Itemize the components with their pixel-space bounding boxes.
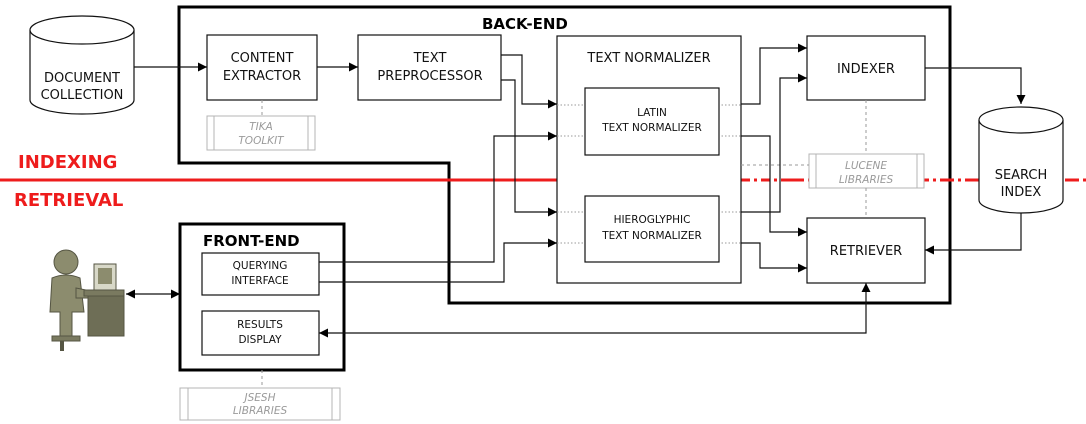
jsesh-libraries-library: JSESH LIBRARIES xyxy=(179,387,341,421)
arrow-query-to-hieroglyphic xyxy=(319,238,557,283)
tika-line1: TIKA xyxy=(249,121,273,133)
hieroglyphic-normalizer-line2: TEXT NORMALIZER xyxy=(601,230,702,242)
content-extractor-line2: EXTRACTOR xyxy=(223,69,301,84)
querying-interface-line1: QUERYING xyxy=(233,260,288,272)
arrow-latin-to-indexer xyxy=(741,43,807,105)
search-index-line2: INDEX xyxy=(1001,185,1042,200)
jsesh-line1: JSESH xyxy=(243,392,276,404)
hieroglyphic-normalizer-box xyxy=(584,195,720,263)
lucene-line1: LUCENE xyxy=(845,160,887,172)
results-display-line1: RESULTS xyxy=(237,319,283,331)
document-collection-store: DOCUMENT COLLECTION xyxy=(29,15,135,115)
text-normalizer-label: TEXT NORMALIZER xyxy=(586,51,710,66)
content-extractor-box xyxy=(206,34,318,101)
search-index-store: SEARCH INDEX xyxy=(978,106,1064,214)
arrow-hieroglyphic-to-indexer xyxy=(741,73,807,213)
text-preprocessor-line1: TEXT xyxy=(413,51,447,66)
jsesh-line2: LIBRARIES xyxy=(233,405,288,417)
arrow-preprocessor-to-latin xyxy=(501,54,557,109)
latin-normalizer-box xyxy=(584,87,720,156)
lucene-line2: LIBRARIES xyxy=(839,174,894,186)
retriever-label: RETRIEVER xyxy=(830,244,902,259)
indexing-label: INDEXING xyxy=(18,152,117,173)
document-collection-line1: DOCUMENT xyxy=(44,71,120,86)
latin-normalizer-line1: LATIN xyxy=(637,107,667,119)
retrieval-label: RETRIEVAL xyxy=(14,190,123,211)
arrow-retriever-results-link xyxy=(319,283,871,338)
querying-interface-line2: INTERFACE xyxy=(231,275,288,287)
tika-line2: TOOLKIT xyxy=(238,135,285,147)
arrow-preprocessor-to-hieroglyphic xyxy=(501,79,557,217)
retriever-box xyxy=(806,217,926,284)
arrow-query-to-latin xyxy=(319,131,557,263)
document-collection-line2: COLLECTION xyxy=(41,88,124,103)
hieroglyphic-normalizer-line1: HIEROGLYPHIC xyxy=(614,214,691,226)
arrow-latin-to-retriever xyxy=(741,135,807,237)
arrow-indexer-to-index xyxy=(925,67,1026,104)
backend-title: BACK-END xyxy=(482,15,568,33)
search-index-line1: SEARCH xyxy=(995,168,1048,183)
arrow-hieroglyphic-to-retriever xyxy=(741,242,807,273)
results-display-line2: DISPLAY xyxy=(238,334,282,346)
frontend-title: FRONT-END xyxy=(203,232,300,250)
querying-interface-box xyxy=(201,252,320,296)
content-extractor-line1: CONTENT xyxy=(231,51,294,66)
latin-normalizer-line2: TEXT NORMALIZER xyxy=(601,122,702,134)
tika-toolkit-library: TIKA TOOLKIT xyxy=(206,115,316,151)
results-display-box xyxy=(201,310,320,356)
lucene-libraries-library: LUCENE LIBRARIES xyxy=(808,153,925,189)
arrow-index-to-retriever xyxy=(925,213,1022,255)
text-preprocessor-box xyxy=(357,34,502,101)
indexer-label: INDEXER xyxy=(837,62,895,77)
text-preprocessor-line2: PREPROCESSOR xyxy=(377,69,482,84)
user-at-computer-icon xyxy=(49,249,125,351)
